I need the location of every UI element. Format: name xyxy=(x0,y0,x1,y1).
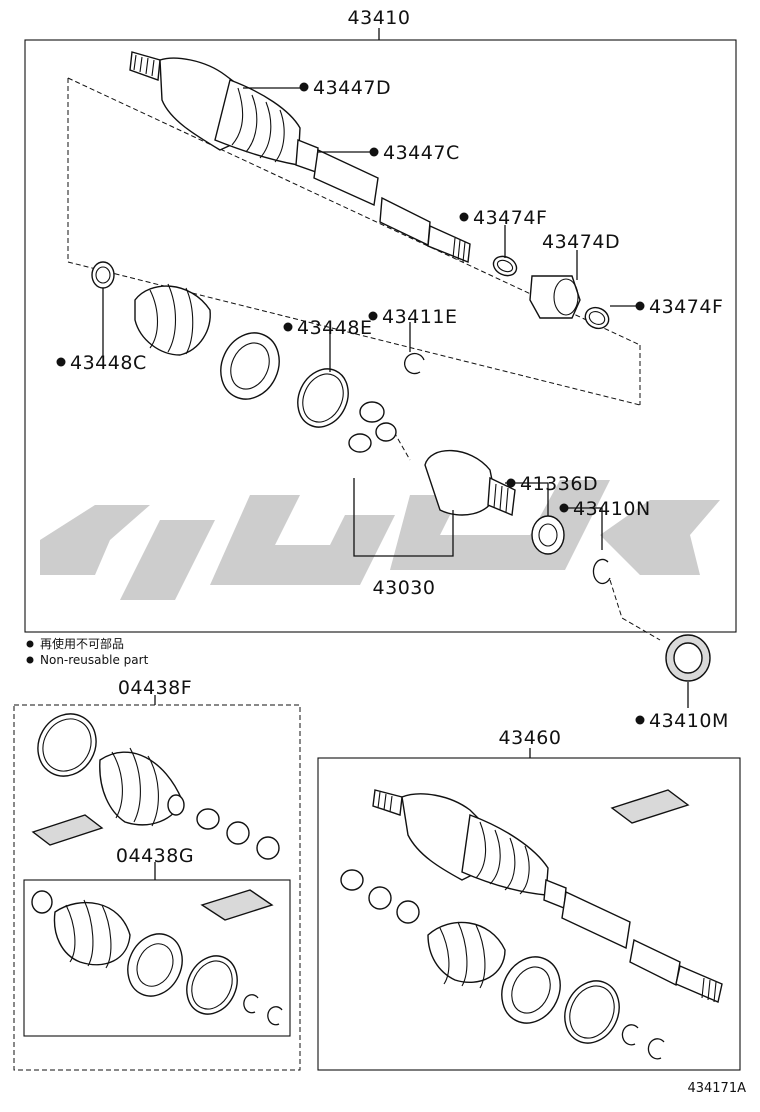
non-reusable-dot-icon xyxy=(506,478,516,488)
non-reusable-dot-icon xyxy=(369,147,379,157)
non-reusable-dot-icon xyxy=(26,640,34,648)
boot-kit-inner-parts xyxy=(31,889,283,1026)
drive-shaft-assembly-43460 xyxy=(340,789,723,1060)
clamp-43448E xyxy=(297,368,349,428)
label-43447D: 43447D xyxy=(313,77,391,99)
oil-seal-41336D xyxy=(531,515,565,555)
label-43410N: 43410N xyxy=(573,498,651,520)
non-reusable-dot-icon xyxy=(299,82,309,92)
bracket-43030 xyxy=(353,478,454,557)
clamp-43448C xyxy=(91,261,115,289)
label-43474F-lower: 43474F xyxy=(649,296,723,318)
label-43410: 43410 xyxy=(348,7,411,29)
clamp-43474F-upper xyxy=(492,255,518,277)
non-reusable-dot-icon xyxy=(283,322,293,332)
label-41336D: 41336D xyxy=(520,473,598,495)
snap-ring-43411E xyxy=(404,352,425,375)
non-reusable-dot-icon xyxy=(26,656,34,664)
legend-english: Non-reusable part xyxy=(40,653,149,667)
label-43411E: 43411E xyxy=(382,306,457,328)
label-43474F-upper: 43474F xyxy=(473,207,547,229)
label-04438F: 04438F xyxy=(118,677,192,699)
tripod-housing-ring xyxy=(220,332,280,400)
clamp-43474F-lower xyxy=(584,306,610,330)
non-reusable-dot-icon xyxy=(635,715,645,725)
frame-04438F xyxy=(13,704,301,1071)
inner-boot xyxy=(134,283,211,356)
frame-43410 xyxy=(24,39,737,633)
label-43460: 43460 xyxy=(499,727,562,749)
non-reusable-dot-icon xyxy=(368,311,378,321)
label-43448C: 43448C xyxy=(70,352,147,374)
label-43030: 43030 xyxy=(373,577,436,599)
label-43448E: 43448E xyxy=(297,317,372,339)
label-43447C: 43447C xyxy=(383,142,460,164)
legend-japanese: 再使用不可部品 xyxy=(40,636,124,651)
non-reusable-dot-icon xyxy=(559,503,569,513)
non-reusable-dot-icon xyxy=(635,301,645,311)
snap-ring-43410N xyxy=(592,558,611,585)
non-reusable-dot-icon xyxy=(56,357,66,367)
frame-04438G xyxy=(23,879,291,1037)
label-43410M: 43410M xyxy=(649,710,729,732)
label-43474D: 43474D xyxy=(542,231,620,253)
drive-shaft-assembly xyxy=(129,51,471,263)
label-04438G: 04438G xyxy=(116,845,194,867)
boot-kit-outer-parts xyxy=(31,713,280,860)
legend: 再使用不可部品 Non-reusable part xyxy=(26,636,149,667)
inner-joint-housing-43030 xyxy=(424,449,516,517)
bearing-43410M xyxy=(665,634,711,682)
dynamic-damper-43474D xyxy=(529,275,581,319)
non-reusable-dot-icon xyxy=(459,212,469,222)
tripod-joint xyxy=(348,401,397,453)
illustration-id: 434171A xyxy=(687,1081,746,1096)
frame-43460 xyxy=(317,757,741,1071)
